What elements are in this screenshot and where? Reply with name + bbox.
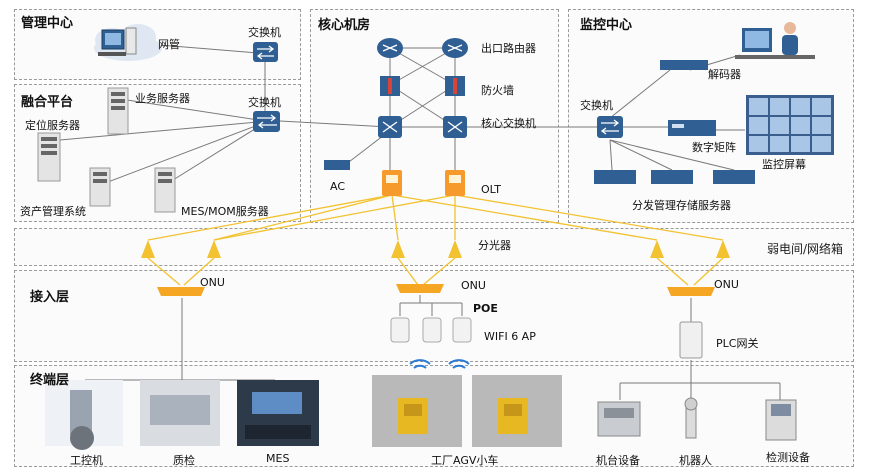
fiber-links — [147, 194, 724, 286]
router-icon — [377, 38, 403, 58]
label-loc-server: 定位服务器 — [25, 119, 80, 132]
label-robot: 机器人 — [679, 454, 712, 467]
label-mes: MES — [266, 452, 290, 465]
label-ipc: 工控机 — [70, 454, 103, 467]
zone-title-weak-current: 弱电间/网络箱 — [767, 242, 844, 256]
zone-title-monitor: 监控中心 — [580, 18, 633, 33]
wifi-ap-icon — [422, 317, 442, 343]
label-onu-right: ONU — [714, 278, 739, 291]
label-agv: 工厂AGV小车 — [431, 454, 499, 467]
core-switch-icon — [378, 116, 402, 138]
ac-icon — [324, 160, 350, 170]
splitter-icon — [141, 240, 155, 258]
wifi-ap-icon — [452, 317, 472, 343]
plc-gateway-icon — [679, 321, 703, 359]
onu-icon — [157, 287, 205, 296]
mes-photo — [237, 380, 319, 446]
label-mgmt-switch: 交换机 — [248, 26, 281, 39]
qc-photo — [140, 380, 220, 446]
label-biz-server: 业务服务器 — [135, 92, 190, 105]
splitter-icon — [207, 240, 221, 258]
label-asset: 资产管理系统 — [20, 205, 86, 218]
storage-server-icon — [713, 170, 755, 184]
storage-server-icon — [594, 170, 636, 184]
label-machine: 机台设备 — [596, 454, 640, 467]
label-onu-mid: ONU — [461, 279, 486, 292]
detect-photo — [765, 399, 797, 441]
machine-photo — [597, 401, 641, 437]
loc-server-icon — [37, 132, 61, 182]
olt-icon — [382, 170, 402, 196]
zone-title-access: 接入层 — [30, 290, 70, 305]
onu-icon — [667, 287, 715, 296]
label-poe: POE — [473, 302, 498, 315]
label-splitter: 分光器 — [478, 239, 511, 252]
label-ac: AC — [330, 180, 346, 193]
agv-photo — [372, 375, 462, 447]
label-wifi: WIFI 6 AP — [484, 330, 536, 343]
wifi-signal-icon — [409, 359, 470, 369]
splitter-icon — [650, 240, 664, 258]
olt-icon — [445, 170, 465, 196]
wifi-ap-icon — [390, 317, 410, 343]
label-monitor-switch: 交换机 — [580, 99, 613, 112]
biz-server-icon — [107, 87, 129, 135]
firewall-icon — [445, 76, 465, 96]
zone-title-terminal: 终端层 — [30, 373, 70, 388]
label-mes-mom: MES/MOM服务器 — [181, 205, 269, 218]
zone-title-management: 管理中心 — [21, 16, 74, 31]
label-detect: 检测设备 — [766, 451, 810, 464]
zone-core-room — [310, 9, 559, 223]
label-core-switch: 核心交换机 — [481, 117, 536, 130]
operator-computer-icon — [735, 22, 815, 59]
zone-title-core: 核心机房 — [318, 18, 371, 33]
decoder-icon — [660, 60, 708, 70]
label-firewall: 防火墙 — [481, 84, 514, 97]
label-onu-left: ONU — [200, 276, 225, 289]
router-icon — [442, 38, 468, 58]
label-fusion-switch: 交换机 — [248, 96, 281, 109]
label-screen: 监控屏幕 — [762, 158, 806, 171]
asset-server-icon — [89, 167, 111, 207]
ipc-photo — [45, 380, 123, 450]
splitter-icon — [716, 240, 730, 258]
label-decoder: 解码器 — [708, 68, 741, 81]
label-storage: 分发管理存储服务器 — [632, 199, 731, 212]
storage-server-icon — [651, 170, 693, 184]
zone-title-fusion: 融合平台 — [21, 95, 74, 110]
label-olt: OLT — [481, 183, 501, 196]
splitter-icon — [391, 240, 405, 258]
onu-icon — [396, 284, 444, 293]
label-qc: 质检 — [173, 454, 195, 467]
label-matrix: 数字矩阵 — [692, 141, 736, 154]
splitter-icon — [448, 240, 462, 258]
label-router: 出口路由器 — [481, 42, 536, 55]
monitor-wall-icon — [746, 95, 834, 155]
firewall-icon — [380, 76, 400, 96]
monitor-switch-icon — [597, 116, 623, 138]
core-switch-icon — [443, 116, 467, 138]
label-plc: PLC网关 — [716, 337, 759, 350]
mes-mom-server-icon — [154, 167, 176, 213]
netmgr-computer-icon — [98, 27, 137, 56]
robot-photo — [684, 397, 698, 439]
fusion-switch-icon — [253, 111, 280, 132]
mgmt-switch-icon — [253, 42, 278, 62]
zone-weak-current — [14, 228, 854, 266]
agv-photo — [472, 375, 562, 447]
label-netmgr: 网管 — [158, 38, 180, 51]
matrix-icon — [668, 120, 716, 136]
